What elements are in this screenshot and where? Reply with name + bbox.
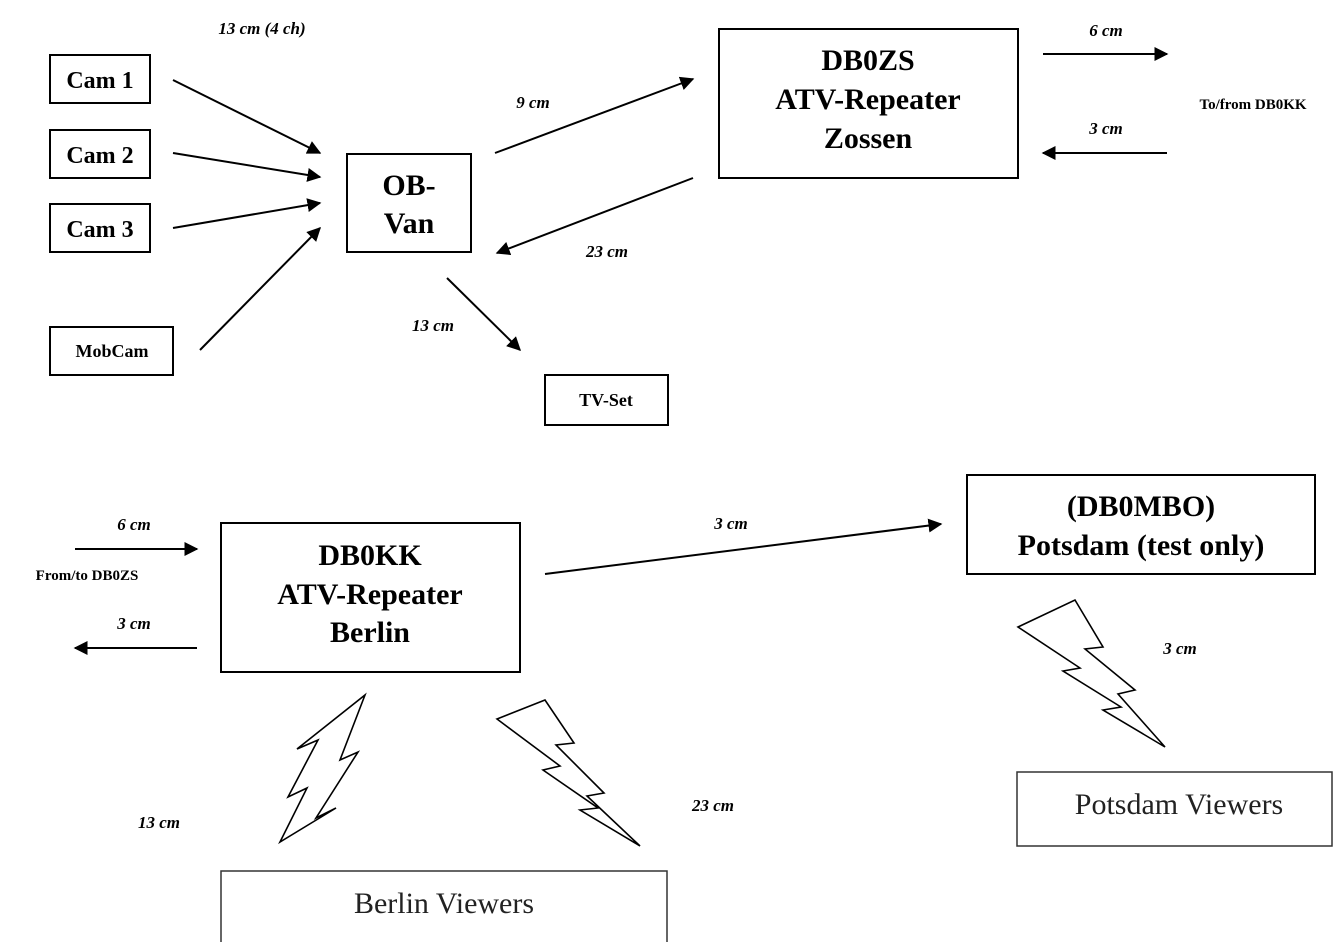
- cam1-label: Cam 1: [66, 68, 133, 94]
- mobcam-node: MobCam: [49, 326, 174, 376]
- edge-label-mbo-bolt: 3 cm: [1162, 639, 1197, 658]
- arrow-cam2-to-van: [172, 152, 322, 182]
- arrow-kk-to-mbo: [544, 518, 943, 575]
- mobcam-label: MobCam: [76, 341, 149, 361]
- tv-set-node: TV-Set: [544, 374, 669, 426]
- edge-label-cams-to-van: 13 cm (4 ch): [218, 19, 305, 38]
- side-label-zs: To/from DB0KK: [1199, 97, 1306, 113]
- potsdam-viewers-node: Potsdam Viewers: [1016, 771, 1333, 847]
- radio-bolt-icon: [495, 699, 641, 847]
- radio-bolt-icon: [1016, 598, 1166, 748]
- ob-van-node: OB- Van: [346, 153, 472, 253]
- arrow-van-to-tv: [446, 277, 521, 351]
- edge-label-kk-in: 6 cm: [117, 515, 151, 534]
- edge-label-kk-to-mbo: 3 cm: [713, 514, 748, 533]
- potsdam-viewers-label: Potsdam Viewers: [1075, 788, 1283, 821]
- side-label-kk: From/to DB0ZS: [36, 568, 139, 584]
- tv-set-label: TV-Set: [579, 390, 633, 410]
- edge-label-van-to-zs: 9 cm: [516, 93, 550, 112]
- arrow-cam1-to-van: [172, 79, 322, 154]
- cam3-node: Cam 3: [49, 203, 151, 253]
- edge-label-kk-out: 3 cm: [116, 614, 151, 633]
- cam3-label: Cam 3: [66, 217, 133, 243]
- db0kk-label-line3: Berlin: [330, 616, 410, 649]
- edge-label-van-to-tv: 13 cm: [412, 316, 454, 335]
- ob-van-label-line2: Van: [384, 207, 435, 240]
- berlin-viewers-label: Berlin Viewers: [354, 887, 534, 920]
- edge-label-zs-in: 3 cm: [1088, 119, 1123, 138]
- db0mbo-label-line2: Potsdam (test only): [1018, 529, 1265, 562]
- db0kk-label-line2: ATV-Repeater: [277, 578, 462, 611]
- edge-label-zs-out: 6 cm: [1089, 21, 1123, 40]
- edge-label-kk-bolt-right: 23 cm: [691, 796, 734, 815]
- radio-bolt-icon: [278, 692, 367, 845]
- arrow-van-to-zs: [494, 76, 695, 154]
- db0zs-node: DB0ZS ATV-Repeater Zossen: [718, 28, 1019, 179]
- cam2-node: Cam 2: [49, 129, 151, 179]
- db0mbo-node: (DB0MBO) Potsdam (test only): [966, 474, 1316, 575]
- cam2-label: Cam 2: [66, 143, 133, 169]
- arrow-zs-to-van: [495, 177, 694, 256]
- berlin-viewers-node: Berlin Viewers: [220, 870, 668, 942]
- edge-label-kk-bolt-left: 13 cm: [138, 813, 180, 832]
- db0kk-node: DB0KK ATV-Repeater Berlin: [220, 522, 521, 673]
- db0zs-label-line1: DB0ZS: [821, 44, 914, 77]
- db0zs-label-line3: Zossen: [824, 122, 913, 155]
- db0mbo-label-line1: (DB0MBO): [1067, 490, 1215, 523]
- cam1-node: Cam 1: [49, 54, 151, 104]
- ob-van-label-line1: OB-: [382, 169, 435, 202]
- db0kk-label-line1: DB0KK: [318, 539, 422, 572]
- arrow-cam3-to-van: [172, 198, 322, 229]
- arrow-mobcam-to-van: [199, 227, 321, 351]
- edge-label-zs-to-van: 23 cm: [585, 242, 628, 261]
- db0zs-label-line2: ATV-Repeater: [775, 83, 960, 116]
